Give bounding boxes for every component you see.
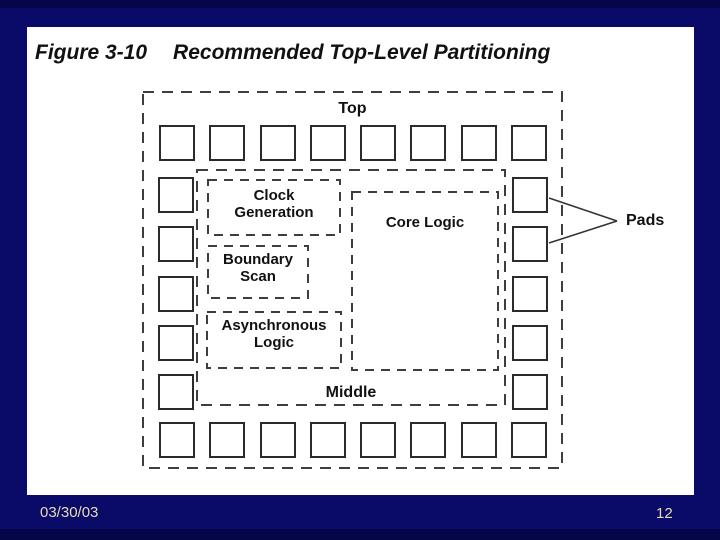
pad-square-right bbox=[512, 177, 548, 213]
asynchronous-logic-label: Asynchronous Logic bbox=[207, 317, 341, 351]
core-logic-label: Core Logic bbox=[385, 214, 465, 231]
pad-square-right bbox=[512, 226, 548, 262]
boundary-scan-label-line1: Boundary bbox=[222, 251, 293, 268]
bottom-edge-band bbox=[0, 529, 720, 540]
pad-square-top bbox=[159, 125, 195, 161]
middle-region-label: Middle bbox=[325, 384, 377, 401]
pads-annotation-label: Pads bbox=[626, 212, 665, 229]
footer-date: 03/30/03 bbox=[40, 504, 99, 521]
pad-square-bottom bbox=[410, 422, 446, 458]
asynchronous-logic-label-line1: Asynchronous bbox=[221, 317, 327, 334]
pad-square-top bbox=[461, 125, 497, 161]
pad-square-left bbox=[158, 276, 194, 312]
footer-page-number: 12 bbox=[656, 505, 673, 522]
figure-title-text: Recommended Top-Level Partitioning bbox=[173, 41, 551, 64]
pad-square-bottom bbox=[209, 422, 245, 458]
pad-square-bottom bbox=[360, 422, 396, 458]
figure-number: Figure 3-10 bbox=[35, 41, 148, 64]
core-logic-block-outline bbox=[351, 191, 499, 371]
pad-square-top bbox=[410, 125, 446, 161]
middle-region-outline bbox=[196, 169, 506, 406]
top-region-label: Top bbox=[338, 100, 367, 117]
figure-panel bbox=[27, 27, 694, 495]
boundary-scan-block-outline bbox=[207, 245, 309, 299]
top-region-outline bbox=[142, 91, 563, 469]
pad-square-top bbox=[511, 125, 547, 161]
clock-generation-label: Clock Generation bbox=[208, 187, 340, 221]
clock-generation-label-line1: Clock bbox=[253, 187, 295, 204]
pad-square-right bbox=[512, 325, 548, 361]
pad-square-right bbox=[512, 374, 548, 410]
boundary-scan-label: Boundary Scan bbox=[208, 251, 308, 285]
pad-square-bottom bbox=[461, 422, 497, 458]
pad-square-bottom bbox=[159, 422, 195, 458]
pad-square-left bbox=[158, 374, 194, 410]
clock-generation-label-line2: Generation bbox=[234, 204, 314, 221]
pad-squares-group bbox=[158, 125, 548, 458]
asynchronous-logic-label-line2: Logic bbox=[254, 334, 294, 351]
pads-pointer-line-upper bbox=[548, 197, 618, 222]
pad-square-top bbox=[310, 125, 346, 161]
pad-square-left bbox=[158, 226, 194, 262]
clock-generation-block-outline bbox=[207, 179, 341, 236]
pad-square-top bbox=[209, 125, 245, 161]
pad-square-bottom bbox=[310, 422, 346, 458]
pad-square-bottom bbox=[260, 422, 296, 458]
pad-square-top bbox=[360, 125, 396, 161]
pad-square-right bbox=[512, 276, 548, 312]
pad-square-top bbox=[260, 125, 296, 161]
pads-pointer-line-lower bbox=[548, 220, 618, 244]
figure-title: Figure 3-10 Recommended Top-Level Partiti… bbox=[35, 41, 550, 65]
pad-square-bottom bbox=[511, 422, 547, 458]
boundary-scan-label-line2: Scan bbox=[240, 268, 276, 285]
asynchronous-logic-block-outline bbox=[206, 311, 342, 369]
top-edge-band bbox=[0, 0, 720, 8]
pad-square-left bbox=[158, 177, 194, 213]
pad-square-left bbox=[158, 325, 194, 361]
